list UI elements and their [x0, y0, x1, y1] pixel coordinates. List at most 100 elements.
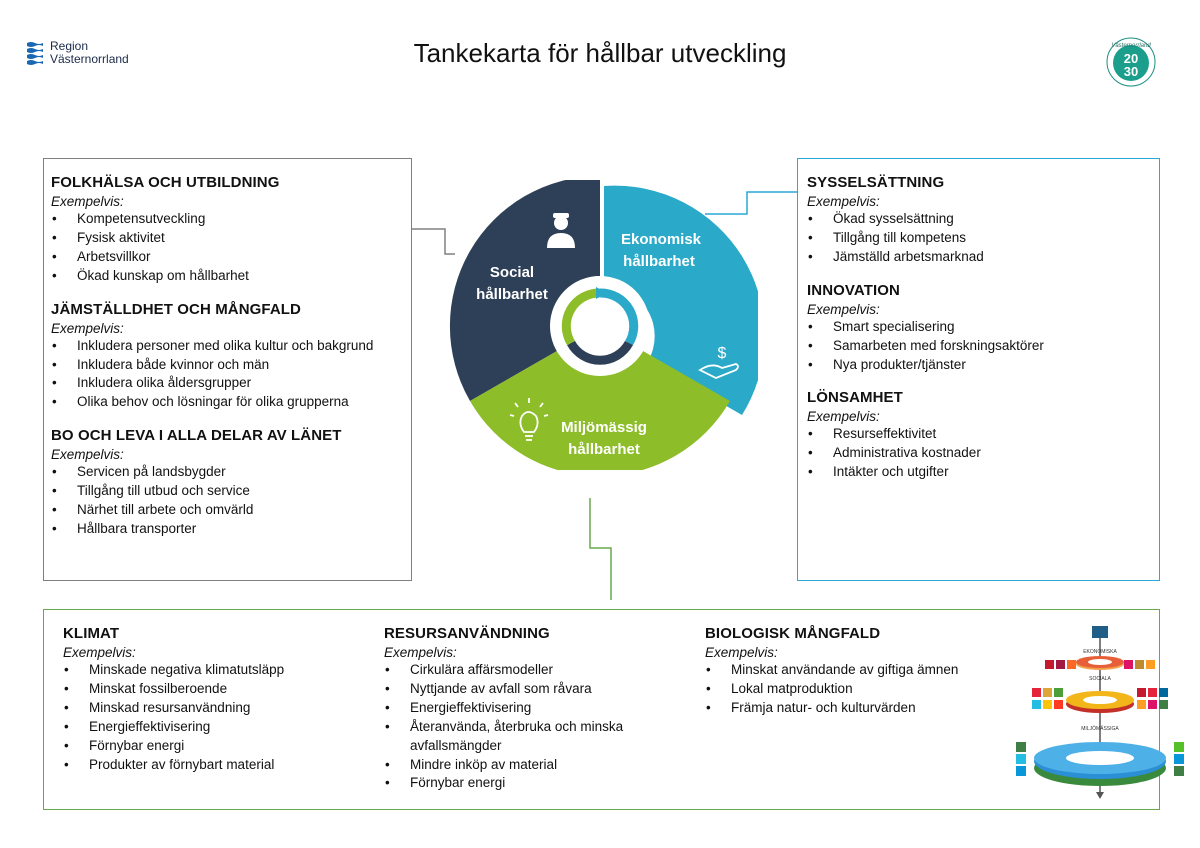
cycle-arc-dark: [567, 340, 633, 365]
list-item: Tillgång till kompetens: [807, 229, 1159, 248]
section-subtitle: Exempelvis:: [807, 301, 880, 317]
env-column-biodiversity: BIOLOGISK MÅNGFALD Exempelvis:Minskat anv…: [705, 624, 1005, 732]
list-item: Främja natur- och kulturvärden: [705, 699, 1005, 718]
economic-connector: [705, 191, 797, 215]
list-item: Energieffektivisering: [384, 699, 684, 718]
list-item: Inkludera både kvinnor och män: [51, 356, 411, 375]
environmental-label-2: hållbarhet: [568, 441, 640, 458]
list-item: Minskad resursanvändning: [63, 699, 363, 718]
list-item: Ökad kunskap om hållbarhet: [51, 267, 411, 286]
section-subtitle: Exempelvis:: [51, 320, 124, 336]
cake-label-top: EKONOMISKA: [1083, 649, 1117, 655]
section-subtitle: Exempelvis:: [807, 194, 880, 209]
social-label-1: Social: [490, 264, 534, 281]
list-item: Nya produkter/tjänster: [807, 356, 1159, 375]
social-box: FOLKHÄLSA OCH UTBILDNINGExempelvis:Kompe…: [43, 158, 412, 581]
badge-script: Västernorrland: [1111, 43, 1151, 49]
sdg-17-tile-icon: [1092, 626, 1108, 638]
sustainability-wheel: Social hållbarhet Ekonomisk hållbarhet M…: [449, 180, 758, 470]
bullet-list: KompetensutvecklingFysisk aktivitetArbet…: [51, 210, 411, 286]
list-item: Resurseffektivitet: [807, 425, 1159, 444]
cake-label-mid: SOCIALA: [1089, 676, 1111, 682]
section-subtitle: Exempelvis:: [51, 447, 124, 463]
section-folkhalsa-och-utbildning: FOLKHÄLSA OCH UTBILDNING Exempelvis:Kompe…: [51, 173, 411, 286]
list-item: Intäkter och utgifter: [807, 463, 1159, 482]
region-waves-icon: [27, 42, 43, 65]
list-item: Återanvända, återbruka och minska avfall…: [384, 718, 684, 756]
sdg-wedding-cake: EKONOMISKA SOCIALA MILJÖMÄSSIGA: [1016, 626, 1184, 799]
list-item: Minskade negativa klimatutsläpp: [63, 661, 363, 680]
section-lonsamhet: LÖNSAMHETExempelvis:ResurseffektivitetAd…: [807, 388, 1159, 482]
list-item: Olika behov och lösningar för olika grup…: [51, 393, 411, 412]
list-item: Inkludera personer med olika kultur och …: [51, 337, 411, 356]
dollar-glyph: $: [718, 345, 727, 362]
list-item: Ökad sysselsättning: [807, 210, 1159, 229]
bullet-list: Minskat användande av giftiga ämnenLokal…: [705, 661, 1005, 718]
list-item: Lokal matproduktion: [705, 680, 1005, 699]
list-item: Förnybar energi: [384, 774, 684, 793]
social-label-2: hållbarhet: [476, 286, 548, 303]
badge-year-top: 20: [1124, 51, 1138, 66]
list-item: Hållbara transporter: [51, 520, 411, 539]
sdg-environment-tiles: [1016, 742, 1184, 776]
money-hand-icon: $: [698, 345, 739, 379]
section-biologisk-mangfald: BIOLOGISK MÅNGFALD Exempelvis:Minskat anv…: [705, 624, 1005, 718]
section-subtitle: Exempelvis:: [807, 409, 880, 425]
section-subtitle: Exempelvis:: [63, 645, 136, 660]
section-subtitle: Exempelvis:: [51, 194, 124, 209]
region-logo: Region Västernorrland: [26, 40, 129, 66]
page-title: Tankekarta för hållbar utveckling: [413, 38, 787, 68]
section-subtitle: Exempelvis:: [705, 645, 778, 660]
economic-label-2: hållbarhet: [623, 253, 695, 270]
cycle-arc-blue: [599, 288, 639, 346]
bullet-list: ResurseffektivitetAdministrativa kostnad…: [807, 425, 1159, 482]
list-item: Jämställd arbetsmarknad: [807, 248, 1159, 267]
cake-label-bottom: MILJÖMÄSSIGA: [1081, 725, 1119, 732]
environment-connector: [589, 498, 612, 600]
list-item: Cirkulära affärsmodeller: [384, 661, 684, 680]
section-title: FOLKHÄLSA OCH UTBILDNING: [51, 174, 280, 191]
list-item: Administrativa kostnader: [807, 444, 1159, 463]
person-icon: [547, 213, 575, 248]
list-item: Inkludera olika åldersgrupper: [51, 374, 411, 393]
list-item: Förnybar energi: [63, 737, 363, 756]
agenda-2030-badge: Västernorrland 20 30: [1106, 37, 1156, 87]
sdg-social-tiles: [1032, 688, 1168, 709]
section-title: SYSSELSÄTTNING: [807, 174, 945, 191]
logo-line-1: Region: [50, 39, 89, 53]
cycle-arrow-icon: [596, 287, 607, 299]
list-item: Mindre inköp av material: [384, 756, 684, 775]
light-bulb-icon: [509, 398, 549, 441]
section-title: RESURSANVÄNDNING: [384, 625, 550, 642]
list-item: Servicen på landsbygder: [51, 463, 411, 482]
section-title: BIOLOGISK MÅNGFALD: [705, 625, 881, 642]
list-item: Arbetsvillkor: [51, 248, 411, 267]
bullet-list: Inkludera personer med olika kultur och …: [51, 337, 411, 413]
bullet-list: Cirkulära affärsmodellerNyttjande av avf…: [384, 661, 684, 793]
bullet-list: Ökad sysselsättningTillgång till kompete…: [807, 210, 1159, 267]
sdg-economic-tiles: [1045, 660, 1155, 669]
list-item: Tillgång till utbud och service: [51, 482, 411, 501]
list-item: Produkter av förnybart material: [63, 756, 363, 775]
section-jamstalldhet-och-mangfald: JÄMSTÄLLDHET OCH MÅNGFALDExempelvis:Inkl…: [51, 300, 411, 413]
list-item: Smart specialisering: [807, 318, 1159, 337]
list-item: Kompetensutveckling: [51, 210, 411, 229]
section-title: JÄMSTÄLLDHET OCH MÅNGFALD: [51, 300, 301, 318]
list-item: Nyttjande av avfall som råvara: [384, 680, 684, 699]
environmental-label-1: Miljömässig: [561, 419, 647, 436]
badge-year-bottom: 30: [1124, 64, 1138, 79]
cycle-arc-green: [561, 288, 601, 346]
list-item: Energieffektivisering: [63, 718, 363, 737]
logo-line-2: Västernorrland: [50, 52, 129, 66]
social-sections: FOLKHÄLSA OCH UTBILDNINGExempelvis:Kompe…: [51, 173, 411, 539]
list-item: Närhet till arbete och omvärld: [51, 501, 411, 520]
list-item: Minskat fossilberoende: [63, 680, 363, 699]
section-title: INNOVATION: [807, 281, 900, 299]
bullet-list: Smart specialiseringSamarbeten med forsk…: [807, 318, 1159, 375]
